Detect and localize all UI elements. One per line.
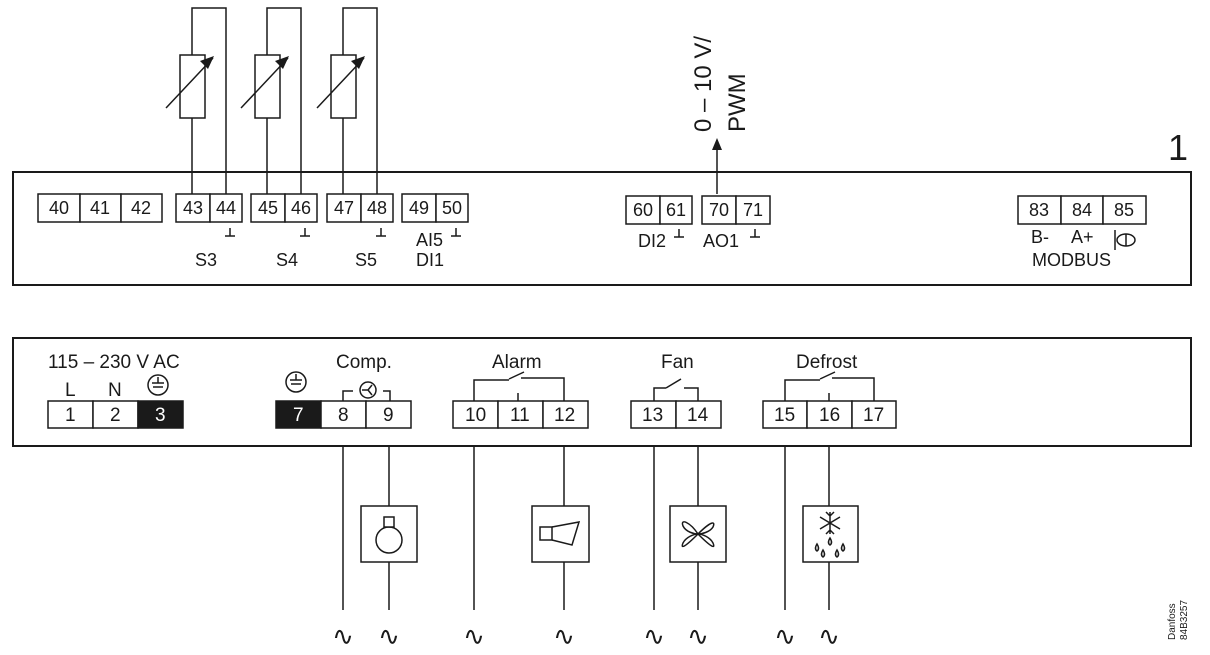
board-number: 1 bbox=[1168, 127, 1188, 168]
code-number: 84B3257 bbox=[1179, 600, 1190, 640]
power-label-l: L bbox=[65, 380, 76, 401]
ac-symbol: ∿ bbox=[687, 621, 709, 651]
t12-label: 12 bbox=[554, 405, 575, 426]
comp-title: Comp. bbox=[336, 352, 392, 373]
terminal-number: 48 bbox=[367, 198, 387, 218]
output-label-line1: 0 – 10 V/ bbox=[690, 36, 717, 132]
terminal-10 bbox=[452, 400, 499, 429]
earth-ground-icon bbox=[285, 371, 307, 393]
label-modbus: MODBUS bbox=[1032, 250, 1111, 270]
t3-label: 3 bbox=[155, 405, 166, 426]
power-label-n: N bbox=[108, 380, 122, 401]
t16-label: 16 bbox=[819, 405, 840, 426]
output-label-line2: PWM bbox=[724, 73, 751, 132]
thermistor-s4-icon bbox=[240, 54, 289, 119]
terminal-number: 42 bbox=[131, 198, 151, 218]
t13-label: 13 bbox=[642, 405, 663, 426]
ac-symbol: ∿ bbox=[818, 621, 840, 651]
thermistor-s3-icon bbox=[165, 54, 214, 119]
terminal-2 bbox=[92, 400, 139, 429]
terminal-number: 71 bbox=[743, 200, 763, 220]
terminal-number: 84 bbox=[1072, 200, 1092, 220]
terminal-number: 85 bbox=[1114, 200, 1134, 220]
terminal-number: 47 bbox=[334, 198, 354, 218]
label-ai5: AI5 bbox=[416, 230, 443, 250]
alarm-title: Alarm bbox=[492, 352, 542, 373]
terminal-3 bbox=[137, 400, 184, 429]
terminal-number: 46 bbox=[291, 198, 311, 218]
t17-label: 17 bbox=[863, 405, 884, 426]
terminal-number: 41 bbox=[90, 198, 110, 218]
terminal-11 bbox=[497, 400, 544, 429]
alarm-horn-icon bbox=[531, 505, 590, 563]
top-module-box bbox=[12, 171, 1192, 286]
ac-symbols: ∿ ∿ ∿ ∿ ∿ ∿ ∿ ∿ bbox=[332, 621, 840, 651]
power-title: 115 – 230 V AC bbox=[48, 352, 180, 373]
analog-output-arrow-icon bbox=[712, 138, 722, 194]
terminal-number: 40 bbox=[49, 198, 69, 218]
terminal-number: 60 bbox=[633, 200, 653, 220]
terminal-number: 44 bbox=[216, 198, 236, 218]
compressor-relay-icon bbox=[342, 381, 391, 401]
terminal-number: 83 bbox=[1029, 200, 1049, 220]
t8-label: 8 bbox=[338, 405, 349, 426]
t2-label: 2 bbox=[110, 405, 121, 426]
label-a-plus: A+ bbox=[1071, 227, 1094, 247]
t10-label: 10 bbox=[465, 405, 486, 426]
shield-icon bbox=[1114, 230, 1136, 250]
label-s4: S4 bbox=[276, 250, 298, 270]
ac-symbol: ∿ bbox=[774, 621, 796, 651]
terminal-number: 49 bbox=[409, 198, 429, 218]
earth-ground-icon bbox=[147, 374, 169, 396]
terminal-number: 43 bbox=[183, 198, 203, 218]
terminal-number: 61 bbox=[666, 200, 686, 220]
compressor-icon bbox=[360, 505, 418, 563]
terminal-7 bbox=[275, 400, 322, 429]
top-terminal-labels: 40 41 42 43 44 45 46 47 48 49 50 60 61 70 71 83 84 85 bbox=[49, 198, 1134, 220]
label-b-minus: B- bbox=[1031, 227, 1049, 247]
t9-label: 9 bbox=[383, 405, 394, 426]
terminal-number: 50 bbox=[442, 198, 462, 218]
terminal-1 bbox=[47, 400, 94, 429]
label-ao1: AO1 bbox=[703, 231, 739, 251]
defrost-title: Defrost bbox=[796, 352, 858, 373]
ground-ticks bbox=[225, 228, 760, 238]
terminal-number: 45 bbox=[258, 198, 278, 218]
top-terminal-block bbox=[37, 193, 1147, 225]
thermistor-s5-icon bbox=[316, 54, 365, 119]
bottom-module-box bbox=[12, 337, 1192, 447]
label-s3: S3 bbox=[195, 250, 217, 270]
t1-label: 1 bbox=[65, 405, 76, 426]
alarm-relay-contact-icon bbox=[473, 371, 565, 401]
ac-symbol: ∿ bbox=[332, 621, 354, 651]
defrost-relay-contact-icon bbox=[784, 371, 875, 401]
terminal-number: 70 bbox=[709, 200, 729, 220]
ac-symbol: ∿ bbox=[463, 621, 485, 651]
t11-label: 11 bbox=[510, 405, 530, 426]
label-s5: S5 bbox=[355, 250, 377, 270]
terminal-9 bbox=[365, 400, 412, 429]
terminal-12 bbox=[542, 400, 589, 429]
ac-symbol: ∿ bbox=[553, 621, 575, 651]
label-di2: DI2 bbox=[638, 231, 666, 251]
terminal-15 bbox=[762, 400, 808, 429]
t7-label: 7 bbox=[293, 405, 304, 426]
fan-icon bbox=[669, 505, 727, 563]
fan-title: Fan bbox=[661, 352, 694, 373]
terminal-16 bbox=[806, 400, 853, 429]
t15-label: 15 bbox=[774, 405, 795, 426]
terminal-17 bbox=[851, 400, 897, 429]
defrost-heater-icon bbox=[802, 505, 859, 563]
terminal-14 bbox=[675, 400, 722, 429]
fan-relay-contact-icon bbox=[653, 378, 699, 401]
ac-symbol: ∿ bbox=[643, 621, 665, 651]
terminal-13 bbox=[630, 400, 677, 429]
t14-label: 14 bbox=[687, 405, 709, 426]
ac-symbol: ∿ bbox=[378, 621, 400, 651]
label-di1: DI1 bbox=[416, 250, 444, 270]
code-brand: Danfoss bbox=[1167, 603, 1178, 640]
